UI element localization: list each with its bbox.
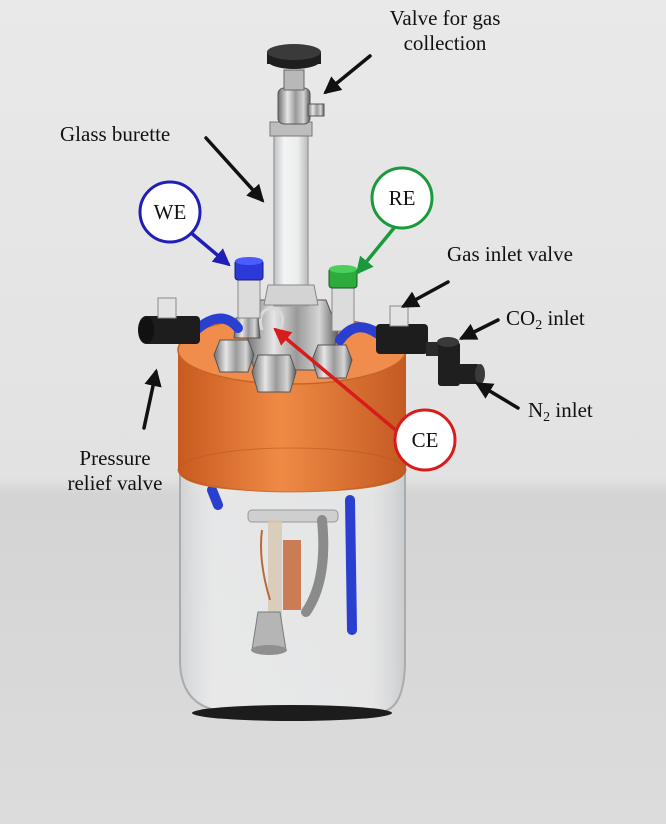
label-we: WE: [153, 200, 187, 224]
label-ce: CE: [411, 428, 439, 452]
label-co2-inlet: CO2 inlet: [506, 306, 585, 333]
we-circle: [138, 180, 202, 244]
label-n2-inlet: N2 inlet: [528, 398, 593, 425]
label-valve-gas-collection: Valve for gas collection: [389, 6, 501, 55]
label-re: RE: [388, 186, 416, 210]
label-pressure-relief-valve: Pressure relief valve: [67, 446, 163, 495]
ce-circle: [393, 408, 457, 472]
label-glass-burette: Glass burette: [60, 122, 171, 146]
label-gas-inlet-valve: Gas inlet valve: [447, 242, 573, 266]
re-circle: [370, 166, 434, 230]
